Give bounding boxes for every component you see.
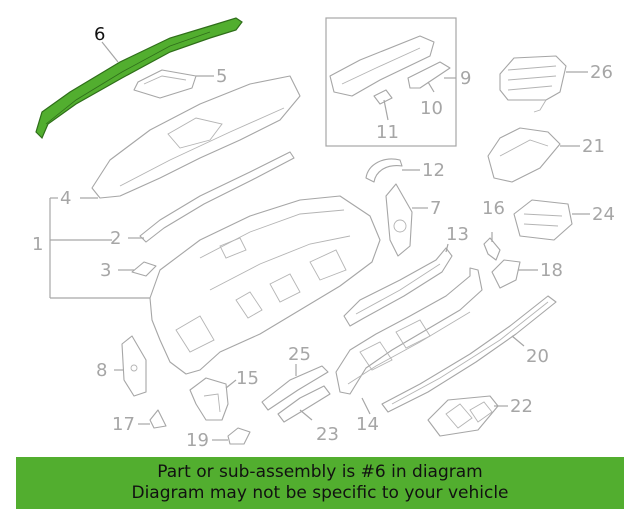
leader-lines	[49, 41, 590, 441]
callout-10: 10	[420, 98, 443, 119]
callout-6: 6	[94, 24, 105, 45]
callout-5: 5	[216, 66, 227, 87]
part-24[interactable]	[513, 199, 573, 241]
callout-20: 20	[526, 346, 549, 367]
callout-17: 17	[112, 414, 135, 435]
part-3[interactable]	[131, 261, 157, 277]
callout-22: 22	[510, 396, 533, 417]
part-9-group[interactable]	[325, 17, 457, 147]
info-banner: Part or sub-assembly is #6 in diagram Di…	[16, 457, 624, 509]
callout-7: 7	[430, 198, 441, 219]
callout-16: 16	[482, 198, 505, 219]
callout-21: 21	[582, 136, 605, 157]
callout-25: 25	[288, 344, 311, 365]
part-13[interactable]	[343, 247, 453, 327]
part-19[interactable]	[227, 427, 251, 445]
callout-9: 9	[460, 68, 471, 89]
callout-11: 11	[376, 122, 399, 143]
callout-8: 8	[96, 360, 107, 381]
callout-14: 14	[356, 414, 379, 435]
callout-12: 12	[422, 160, 445, 181]
part-2[interactable]	[139, 151, 295, 243]
part-6-highlighted[interactable]	[35, 17, 243, 140]
part-22[interactable]	[427, 395, 499, 437]
part-4[interactable]	[91, 75, 301, 199]
parts-diagram: 6 5 4 2 3 1 7 12 8 9 10 11 26 21 24 16 1…	[32, 17, 615, 451]
part-23[interactable]	[277, 385, 331, 423]
callout-24: 24	[592, 204, 615, 225]
part-17[interactable]	[149, 409, 167, 429]
callout-18: 18	[540, 260, 563, 281]
callout-23: 23	[316, 424, 339, 445]
callout-26: 26	[590, 62, 613, 83]
callout-3: 3	[100, 260, 111, 281]
part-8[interactable]	[121, 335, 147, 397]
part-1-dashboard[interactable]	[149, 195, 381, 375]
part-21[interactable]	[487, 127, 561, 183]
callout-13: 13	[446, 224, 469, 245]
part-20[interactable]	[381, 295, 557, 413]
part-15[interactable]	[189, 377, 229, 421]
part-16[interactable]	[483, 237, 501, 261]
callout-19: 19	[186, 430, 209, 451]
part-14[interactable]	[335, 267, 483, 395]
part-25[interactable]	[261, 365, 329, 411]
callout-1: 1	[32, 234, 43, 255]
part-7[interactable]	[385, 183, 413, 257]
banner-line-1: Part or sub-assembly is #6 in diagram	[157, 462, 483, 482]
part-26[interactable]	[499, 55, 567, 113]
callout-2: 2	[110, 228, 121, 249]
callout-15: 15	[236, 368, 259, 389]
callout-4: 4	[60, 188, 71, 209]
part-5[interactable]	[133, 69, 197, 99]
part-18[interactable]	[491, 259, 521, 289]
part-12[interactable]	[365, 158, 403, 183]
banner-line-2: Diagram may not be specific to your vehi…	[131, 483, 509, 503]
